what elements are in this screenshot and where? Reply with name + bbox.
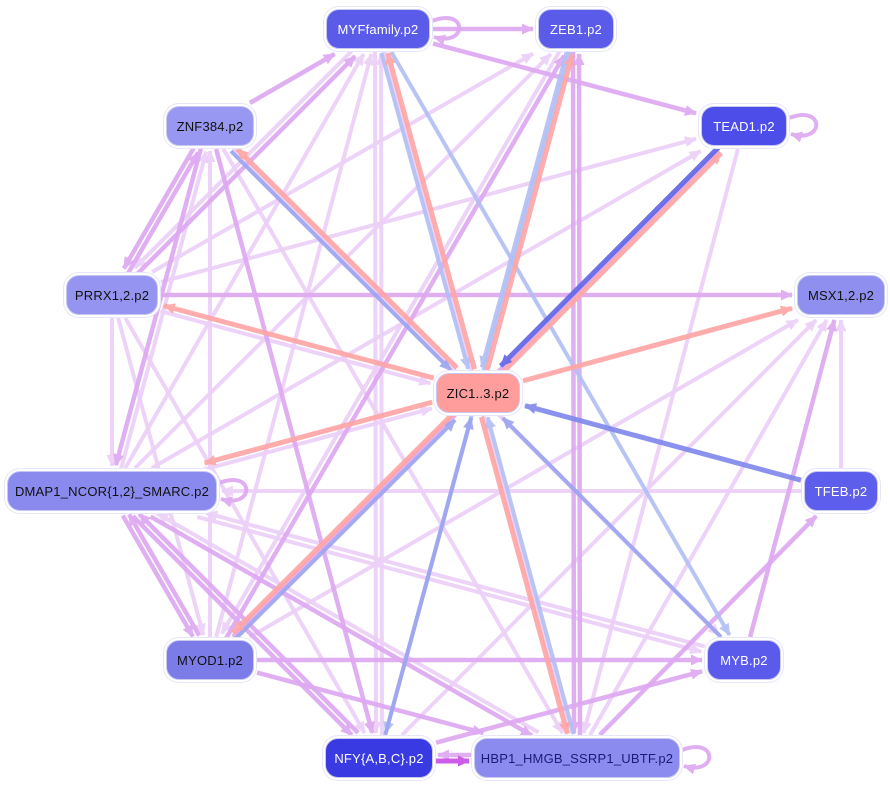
- edge-NFY-MYF: [375, 52, 387, 735]
- edge-DMAP-TEAD1: [150, 149, 702, 470]
- edge-MYF-ZIC: [379, 52, 471, 370]
- node-TFEB[interactable]: TFEB.p2: [804, 471, 878, 511]
- edge-ZNF384-ZIC: [229, 149, 453, 372]
- edge-MYF-MYB: [389, 50, 732, 637]
- edge-ZIC-DMAP: [203, 399, 433, 466]
- node-PRRX[interactable]: PRRX1,2.p2: [66, 275, 158, 315]
- node-MSX[interactable]: MSX1,2.p2: [797, 275, 885, 315]
- edge-ZIC-MYOD: [231, 412, 455, 635]
- edge-TEAD1-ZIC: [499, 145, 721, 368]
- self-loop-MYF: [431, 16, 462, 46]
- edge-ZNF384-MYF: [248, 52, 336, 105]
- node-label-PRRX: PRRX1,2.p2: [74, 287, 150, 303]
- node-label-ZIC: ZIC1..3.p2: [446, 385, 510, 401]
- edge-TFEB-ZIC: [524, 403, 802, 483]
- edge-ZIC-MSX: [522, 305, 793, 384]
- node-DMAP[interactable]: DMAP1_NCOR{1,2}_SMARC.p2: [7, 471, 217, 511]
- node-label-TFEB: TFEB.p2: [814, 483, 868, 499]
- self-loop-DMAP: [218, 478, 249, 508]
- node-MYF[interactable]: MYFfamily.p2: [326, 9, 430, 49]
- node-label-MYF: MYFfamily.p2: [337, 21, 419, 37]
- edge-MYOD-HBP1: [256, 670, 485, 736]
- edge-HBP1-MSX: [588, 319, 829, 736]
- edge-MYB-DMAP: [205, 510, 706, 649]
- edge-MYOD-MYF: [214, 53, 374, 638]
- edge-DMAP-MYOD: [120, 514, 195, 638]
- node-ZEB1[interactable]: ZEB1.p2: [538, 9, 614, 49]
- edge-HBP1-ZEB1: [573, 52, 585, 735]
- edge-ZIC-TEAD1: [501, 151, 723, 374]
- node-ZIC[interactable]: ZIC1..3.p2: [436, 373, 520, 413]
- edge-PRRX-ZNF384: [125, 151, 201, 275]
- edge-ZIC-HBP1: [478, 416, 570, 735]
- node-NFY[interactable]: NFY{A,B,C}.p2: [325, 738, 433, 778]
- edge-DMAP-HBP1: [149, 514, 534, 738]
- edge-DMAP-ZIC: [198, 406, 433, 473]
- edge-ZEB1-ZIC: [479, 50, 569, 369]
- edge-NFY-ZIC: [383, 417, 474, 736]
- node-label-MYB: MYB.p2: [720, 652, 768, 668]
- edge-ZIC-ZEB1: [484, 53, 575, 372]
- edge-ZIC-PRRX: [162, 303, 435, 381]
- edge-ZEB1-MYOD: [220, 49, 562, 635]
- self-loop-TEAD1: [788, 113, 819, 143]
- node-label-MSX: MSX1,2.p2: [807, 287, 875, 303]
- edge-NFY-MYB: [435, 668, 703, 745]
- node-label-NFY: NFY{A,B,C}.p2: [334, 750, 424, 766]
- edge-ZEB1-HBP1: [568, 52, 580, 735]
- edge-HBP1-DMAP: [156, 511, 540, 735]
- edge-MYOD-ZEB1: [223, 54, 567, 640]
- node-MYOD[interactable]: MYOD1.p2: [166, 640, 254, 680]
- edge-NFY-MSX: [400, 318, 818, 737]
- node-HBP1[interactable]: HBP1_HMGB_SSRP1_UBTF.p2: [474, 738, 680, 778]
- self-loop-HBP1: [681, 745, 712, 775]
- node-label-ZEB1: ZEB1.p2: [550, 21, 602, 37]
- node-label-ZNF384: ZNF384.p2: [176, 118, 244, 134]
- edge-MYOD-DMAP: [127, 513, 202, 637]
- edge-MYF-NFY: [370, 52, 382, 735]
- edge-MYOD-MSX: [248, 318, 799, 639]
- edge-MYOD-ZIC: [233, 418, 457, 641]
- edge-ZNF384-HBP1: [221, 147, 565, 735]
- edge-MYB-ZIC: [501, 416, 723, 639]
- node-TEAD1[interactable]: TEAD1.p2: [701, 106, 787, 146]
- node-MYB[interactable]: MYB.p2: [707, 640, 781, 680]
- edge-ZNF384-PRRX: [121, 146, 197, 270]
- node-ZNF384[interactable]: ZNF384.p2: [166, 106, 254, 146]
- edge-HBP1-ZIC: [485, 416, 576, 735]
- node-label-TEAD1: TEAD1.p2: [713, 118, 775, 134]
- edge-ZIC-MYF: [385, 52, 477, 370]
- edge-ZIC-ZNF384: [235, 147, 459, 370]
- edge-ZNF384-DMAP: [113, 147, 204, 467]
- node-label-MYOD: MYOD1.p2: [177, 652, 243, 668]
- node-label-DMAP: DMAP1_NCOR{1,2}_SMARC.p2: [14, 483, 210, 499]
- node-label-HBP1: HBP1_HMGB_SSRP1_UBTF.p2: [480, 750, 674, 766]
